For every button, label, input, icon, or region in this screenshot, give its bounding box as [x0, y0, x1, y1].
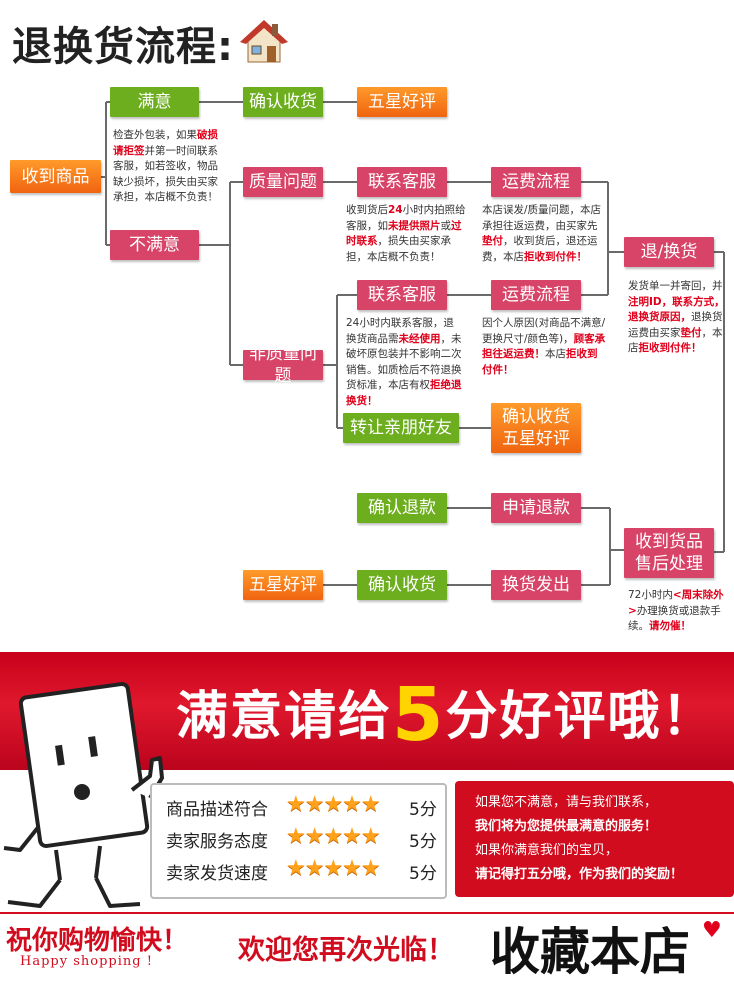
non-quality-issue-node: 非质量问题 — [243, 344, 323, 386]
satisfied-node: 满意 — [110, 87, 199, 117]
confirm-receipt-node: 确认收货 — [243, 87, 323, 117]
transfer-friends-node: 转让亲朋好友 — [343, 413, 459, 443]
note-satisfied: 检查外包装，如果破损请拒签并第一时间联系客服，如若签收，物品缺少损坏，损失由买家… — [113, 129, 218, 203]
note-return-exchange: 发货单一并寄回，并注明ID，联系方式，退换货原因，退换货运费由买家垫付，本店拒收… — [628, 280, 725, 354]
confirm-receipt-node-2: 确认收货 — [357, 570, 447, 600]
star-rating-icon: ★★★★★ — [286, 792, 381, 817]
ratings-panel: 商品描述符合★★★★★5分卖家服务态度★★★★★5分卖家发货速度★★★★★5分 — [150, 783, 447, 899]
star-rating-icon: ★★★★★ — [286, 824, 381, 849]
confirm-five-star-node: 确认收货 五星好评 — [491, 403, 581, 453]
contact-line-4: 请记得打五分哦，作为我们的奖励！ — [475, 867, 684, 882]
star-rating-icon: ★★★★★ — [286, 856, 381, 881]
contact-line-2: 我们将为您提供最满意的服务！ — [475, 819, 658, 834]
shipping-fee-node-2: 运费流程 — [491, 280, 581, 310]
wish-english: Happy shopping ! — [20, 954, 153, 969]
note-non-quality-shipping: 因个人原因(对商品不满意/更换尺寸/颜色等)，顾客承担往返运费！本店拒收到付件！ — [482, 317, 606, 376]
contact-line-3: 如果你满意我们的宝贝， — [475, 843, 619, 858]
confirm-refund-node: 确认退款 — [357, 493, 447, 523]
wish-text: 祝你购物愉快！ — [6, 926, 189, 956]
house-icon — [240, 20, 288, 63]
rating-label: 商品描述符合 — [166, 800, 268, 820]
contact-service-node: 联系客服 — [357, 167, 447, 197]
contact-service-node-2: 联系客服 — [357, 280, 447, 310]
footer-divider — [0, 912, 734, 975]
return-exchange-node: 退/换货 — [624, 237, 714, 267]
quality-issue-node: 质量问题 — [243, 167, 323, 197]
favorite-store-button[interactable]: 收藏本店 — [490, 922, 690, 981]
exchange-ship-node: 换货发出 — [491, 570, 581, 600]
note-after-sale: 72小时内<周末除外>办理换货或退款手续。请勿催！ — [628, 589, 724, 632]
rating-score: 5分 — [409, 864, 437, 884]
after-sale-label-a: 收到货品 — [635, 532, 703, 552]
shipping-fee-node: 运费流程 — [491, 167, 581, 197]
receive-goods-node: 收到商品 — [10, 160, 101, 193]
after-sale-label-b: 售后处理 — [635, 554, 703, 574]
banner-slogan: 满意请给5分好评哦！ — [176, 672, 716, 758]
contact-message-box: 如果您不满意，请与我们联系， 我们将为您提供最满意的服务！ 如果你满意我们的宝贝… — [455, 781, 734, 897]
rating-score: 5分 — [409, 800, 437, 820]
five-star-label: 五星好评 — [502, 429, 570, 449]
after-sale-node: 收到货品 售后处理 — [624, 528, 714, 578]
five-star-review-node: 五星好评 — [357, 87, 447, 117]
confirm-receipt-label: 确认收货 — [502, 407, 570, 427]
apply-refund-node: 申请退款 — [491, 493, 581, 523]
note-quality-shipping: 本店误发/质量问题，本店承担往返运费，由买家先垫付，收到货后，退还运费，本店拒收… — [482, 204, 602, 263]
heart-icon: ♥ — [702, 918, 722, 943]
five-star-review-node-2: 五星好评 — [243, 570, 323, 600]
rating-label: 卖家发货速度 — [166, 864, 268, 884]
flow-connector-lines — [101, 101, 725, 586]
unsatisfied-node: 不满意 — [110, 230, 199, 260]
rating-label: 卖家服务态度 — [166, 832, 268, 852]
note-quality-contact: 收到货后24小时内拍照给客服，如未提供照片或过时联系，损失由买家承担，本店概不负… — [346, 204, 466, 263]
page-title: 退换货流程: — [12, 24, 234, 70]
contact-line-1: 如果您不满意，请与我们联系， — [475, 795, 658, 810]
mascot-icon — [3, 681, 164, 908]
welcome-text: 欢迎您再次光临！ — [238, 935, 454, 966]
rating-score: 5分 — [409, 832, 437, 852]
note-non-quality-contact: 24小时内联系客服，退换货商品需未经使用，未破坏原包装并不影响二次销售。如质检后… — [346, 317, 462, 407]
